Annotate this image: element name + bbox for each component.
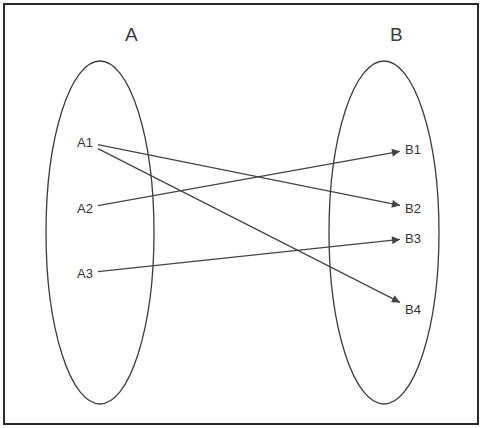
frame-rect [4,4,478,424]
element-name: A1 [77,135,93,150]
mapping-arrow [98,145,400,206]
element-label: A2 [75,197,95,219]
element-label: B3 [403,227,423,249]
element-label: B4 [403,298,423,320]
element-label: B1 [403,138,423,160]
set-ellipse: BB1B2B3B4 [328,60,440,405]
element-name: B2 [405,201,421,216]
mapping-arrow [98,149,400,303]
element-label: A1 [75,131,95,153]
set-name: A [125,24,138,45]
set-ellipse-line [329,61,439,404]
set-outline [45,60,155,405]
element-name: A2 [77,201,93,216]
element-name: B4 [405,302,421,317]
mapping-arrow [98,239,400,271]
element-label: B2 [403,197,423,219]
element-label: A3 [75,262,95,284]
element-name: B1 [405,142,421,157]
set-outline [328,60,440,405]
mapping-arrow [98,151,400,205]
element-name: A3 [77,266,93,281]
set-ellipse: AA1A2A3 [45,60,155,405]
set-name: B [390,24,403,45]
set-ellipse-line [46,61,154,404]
element-name: B3 [405,231,421,246]
